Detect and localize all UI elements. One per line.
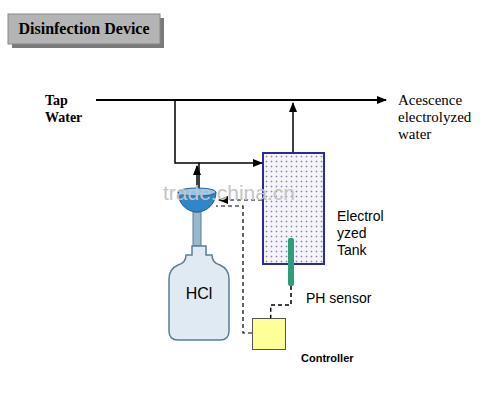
branch-pipe bbox=[175, 100, 199, 163]
ph-sensor: PH sensor bbox=[288, 238, 294, 286]
node-text: HCl bbox=[168, 285, 230, 303]
watermark: trade.china.cn bbox=[163, 181, 295, 205]
hcl-bottle: HCl bbox=[168, 245, 230, 341]
main-pipe bbox=[96, 99, 386, 101]
title-text: Disinfection Device bbox=[8, 14, 160, 44]
node-text: Controller bbox=[301, 352, 354, 364]
node-text: PH sensor bbox=[306, 290, 371, 306]
outlet-pipe bbox=[292, 103, 294, 152]
node-text: Electrol yzed Tank bbox=[337, 208, 397, 259]
outlet-label: Acescence electrolyzed water bbox=[398, 92, 490, 143]
bottle-body bbox=[169, 246, 229, 340]
controller-box: Controller bbox=[252, 318, 286, 350]
inlet-label: Tap Water bbox=[45, 92, 95, 126]
pump-neck bbox=[193, 212, 201, 246]
title-box bbox=[8, 14, 160, 44]
signal-line bbox=[271, 286, 291, 318]
